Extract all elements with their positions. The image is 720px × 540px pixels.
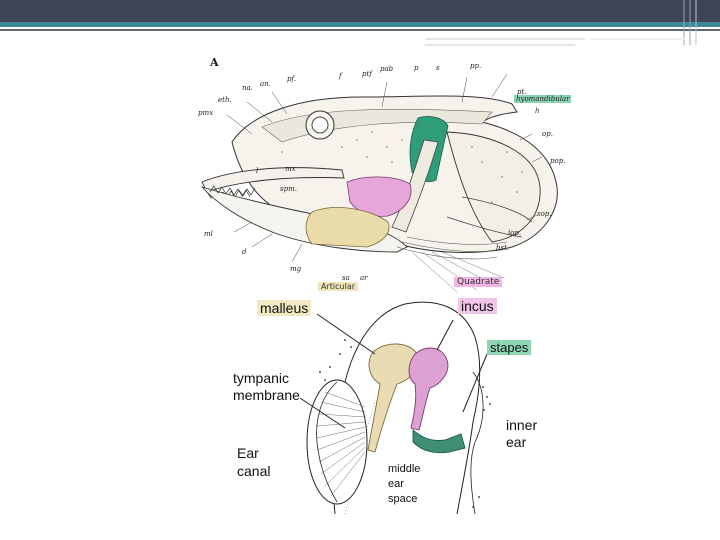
label-middle-ear: ear — [388, 478, 404, 490]
label-p: p — [414, 64, 418, 72]
label-na: na. — [242, 84, 253, 92]
label-middle: middle — [388, 463, 420, 475]
label-s: s — [436, 64, 440, 72]
label-sa: sa — [342, 274, 350, 282]
label-iop: iop. — [508, 229, 521, 237]
label-pf: pf. — [287, 75, 296, 83]
label-canal: canal — [237, 463, 270, 479]
label-ptf: ptf — [362, 70, 372, 78]
divider-line — [0, 29, 720, 31]
title-bar — [0, 0, 720, 22]
label-ear: Ear — [237, 445, 259, 461]
label-an: an. — [260, 80, 271, 88]
label-pab: pab — [380, 65, 393, 73]
label-articular: Articular — [318, 282, 358, 291]
label-quadrate: Quadrate — [454, 277, 502, 287]
label-incus: incus — [458, 298, 497, 314]
accent-stripe — [0, 22, 720, 27]
label-stapes: stapes — [487, 340, 531, 355]
label-mg: mg — [290, 265, 301, 273]
header-rule-decoration — [425, 36, 685, 50]
panel-label: A — [210, 56, 219, 69]
label-pp: pp. — [470, 62, 481, 70]
label-sop: sop. — [537, 210, 552, 218]
label-membrane: membrane — [233, 387, 300, 403]
label-mx: mx — [285, 165, 296, 173]
middle-ear-figure: malleus incus stapes tympanic membrane E… — [225, 292, 545, 524]
label-f: f — [339, 72, 342, 80]
label-ml: ml — [204, 230, 213, 238]
label-space: space — [388, 493, 417, 505]
corner-decoration — [680, 0, 720, 45]
label-pop: pop. — [550, 157, 565, 165]
label-ar: ar — [360, 274, 368, 282]
fish-skull-figure: A pmx eth. na. an. pf. f ptf pab p s pp.… — [192, 52, 592, 297]
label-malleus: malleus — [257, 300, 311, 316]
label-h: h — [535, 107, 540, 115]
label-hyomandibular: hyomandibular — [514, 95, 571, 103]
middle-ear-drawing — [225, 292, 545, 524]
label-d: d — [242, 248, 246, 256]
label-l: l — [256, 167, 258, 175]
label-bst: bst. — [496, 244, 509, 252]
label-op: op. — [542, 130, 553, 138]
label-eth: eth. — [218, 96, 232, 104]
label-pmx: pmx — [198, 109, 213, 117]
label-inner: inner — [506, 417, 537, 433]
label-spm: spm. — [280, 185, 297, 193]
label-inner-ear: ear — [506, 434, 526, 450]
label-tympanic: tympanic — [233, 370, 289, 386]
